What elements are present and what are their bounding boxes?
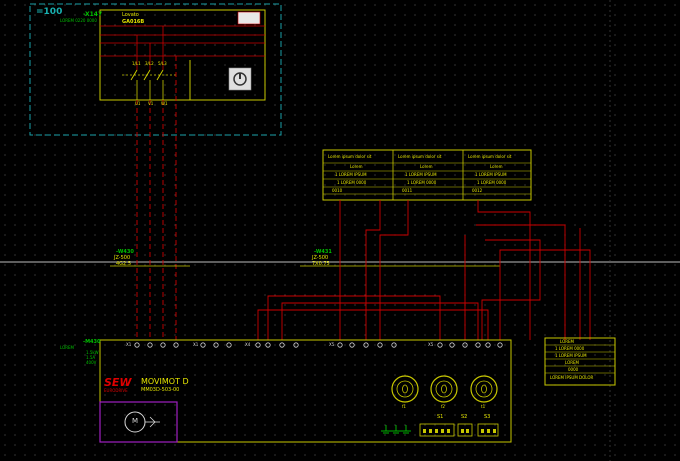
- io-cell-r2-c3: 1 LOREM IPSUM: [475, 172, 507, 177]
- dip-switch-s1[interactable]: [419, 423, 455, 437]
- device-model: MM03D-503-00: [141, 387, 180, 393]
- io-cell-r1-c1: Lorem: [350, 164, 363, 169]
- terminal-group-x1b: X1: [193, 342, 199, 347]
- switch-label-s3: S3: [484, 414, 491, 420]
- terminal-group-x5a: X5: [329, 342, 335, 347]
- isolator-box[interactable]: [99, 9, 266, 101]
- knob-label-f2: f2: [441, 404, 445, 409]
- io-cell-r4-c1: 0010: [332, 188, 343, 193]
- io-table-frame[interactable]: [322, 149, 532, 201]
- sew-logo: SEW: [104, 376, 132, 389]
- terminal-group-x4: X4: [245, 342, 251, 347]
- cable-type-w431: JZ-500: [312, 255, 329, 261]
- io-cell-r3-c2: 1 LOREM 0000: [407, 180, 437, 185]
- isolator-brand: Lovato: [122, 12, 139, 18]
- io-cell-r1-c3: Lorem: [490, 164, 503, 169]
- cable-spec-w430: 4G2.5: [116, 261, 132, 267]
- isolator-model: GA016B: [122, 19, 145, 25]
- dip-switch-s3[interactable]: [477, 423, 499, 437]
- io-cell-r3-c1: 1 LOREM 0000: [337, 180, 367, 185]
- earth-icon: [381, 425, 411, 434]
- side-table-frame[interactable]: [544, 337, 616, 386]
- potentiometer-t1[interactable]: [470, 375, 498, 403]
- knob-label-f1: f1: [402, 404, 406, 409]
- terminal-w1: W1: [161, 101, 168, 106]
- io-header-1: Lorem ipsum dolor sit: [328, 154, 372, 159]
- io-cell-r4-c2: 0011: [402, 188, 413, 193]
- device-extra-1: LOREM: [60, 345, 74, 350]
- device-extra-3: 1.5A: [86, 355, 96, 360]
- cable-type-w430: JZ-500: [114, 255, 131, 261]
- side-row-text-5: 0000: [568, 367, 579, 372]
- movimot-device-box[interactable]: [99, 339, 512, 443]
- terminal-group-x1a: X1: [126, 342, 132, 347]
- isolator-sublabel: LOREM 0220 0000: [60, 18, 97, 23]
- wire-4: [477, 200, 531, 340]
- pole-label-1: 1/L1: [132, 61, 141, 66]
- side-row-text-4: LOREM: [565, 360, 579, 365]
- terminal-v1: V1: [148, 101, 154, 106]
- side-row-text-2: 1 LOREM 0000: [555, 346, 585, 351]
- side-row-text-3: 1 LOREM IPSUM: [555, 353, 587, 358]
- io-cell-r2-c1: 1 LOREM IPSUM: [335, 172, 367, 177]
- terminal-group-x5b: X5: [428, 342, 434, 347]
- wire-2: [365, 200, 381, 340]
- isolator-tag: -X147: [83, 11, 103, 18]
- cable-tag-w430: -W430: [116, 249, 134, 255]
- switch-label-s2: S2: [461, 414, 468, 420]
- area-label: =100: [36, 7, 63, 17]
- lovato-logo: [237, 11, 261, 25]
- io-header-2: Lorem ipsum dolor sit: [398, 154, 442, 159]
- device-extra-2: 1.5kW: [86, 350, 99, 355]
- io-cell-r4-c3: 0012: [472, 188, 483, 193]
- potentiometer-f2[interactable]: [430, 375, 458, 403]
- side-row-text-1: LOREM: [560, 339, 574, 344]
- motor-label: M: [132, 417, 139, 425]
- io-cell-r1-c2: Lorem: [420, 164, 433, 169]
- wire-6: [481, 239, 541, 340]
- wire-9: [281, 302, 479, 340]
- potentiometer-f1[interactable]: [391, 375, 419, 403]
- pole-label-3: 5/L3: [158, 61, 167, 66]
- dip-levers: [423, 429, 496, 433]
- wire-10: [257, 309, 489, 340]
- sew-logo-sub: EURODRIVE: [104, 388, 128, 393]
- cable-tag-w431: -W431: [314, 249, 332, 255]
- knob-label-t1: t1: [481, 404, 486, 409]
- switch-label-s1: S1: [437, 414, 444, 420]
- device-designation: MOVIMOT D: [141, 377, 189, 386]
- device-tag: -M430: [83, 339, 101, 345]
- motor-brake: [149, 416, 156, 428]
- side-row-text-6: LOREM IPSUM DOLOR: [550, 375, 594, 380]
- cable-spec-w431: 7X0.75: [312, 261, 330, 267]
- terminal-u1: U1: [135, 101, 141, 106]
- io-cell-r2-c2: 1 LOREM IPSUM: [405, 172, 437, 177]
- wire-3: [379, 200, 409, 340]
- motor-frame[interactable]: [99, 401, 178, 443]
- wire-11: [499, 249, 591, 340]
- wire-5: [476, 224, 566, 340]
- io-header-3: Lorem ipsum dolor sit: [468, 154, 512, 159]
- device-extra-4: 400V: [86, 360, 97, 365]
- dip-switch-s2[interactable]: [457, 423, 473, 437]
- wire-8: [267, 295, 441, 340]
- area-frame[interactable]: [29, 3, 282, 136]
- io-cell-r3-c3: 1 LOREM 0000: [477, 180, 507, 185]
- pole-label-2: 3/L2: [145, 61, 154, 66]
- terminal-strip: [134, 342, 503, 348]
